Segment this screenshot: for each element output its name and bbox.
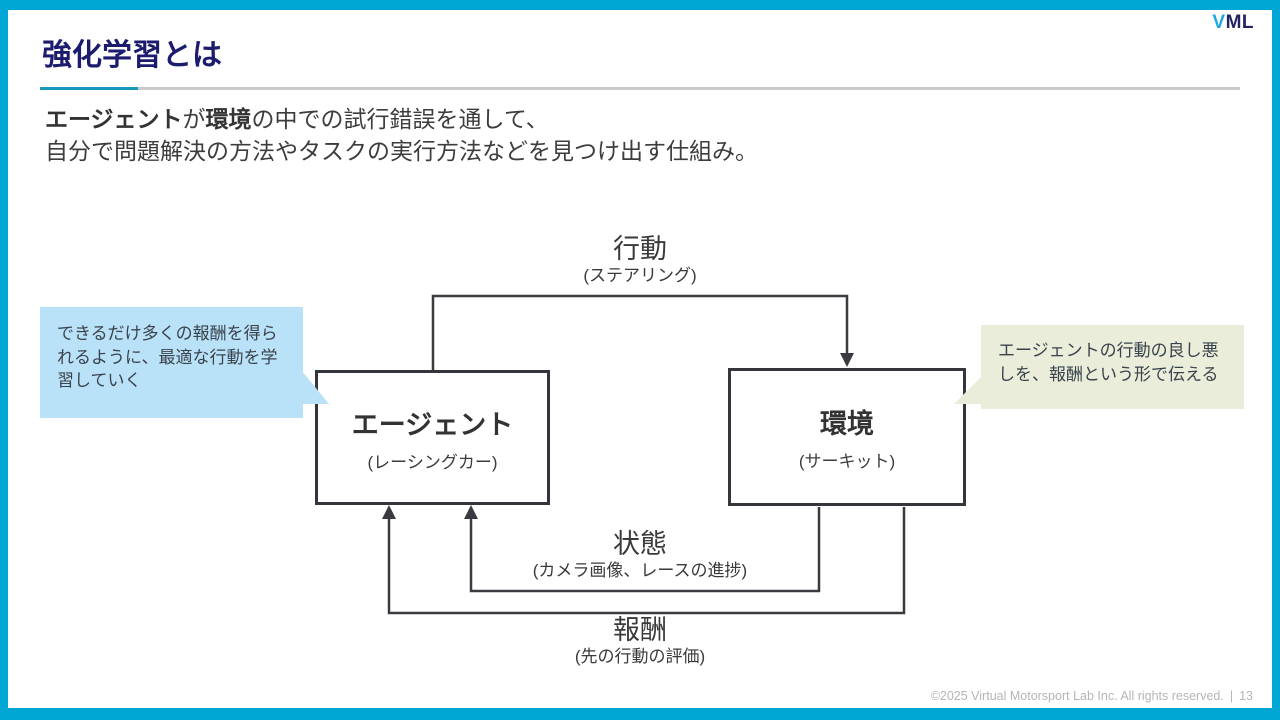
footer-copyright: ©2025 Virtual Motorsport Lab Inc. All ri…	[930, 689, 1224, 703]
agent-callout-text: できるだけ多くの報酬を得られるように、最適な行動を学習していく	[57, 324, 278, 390]
intro-line-2: 自分で問題解決の方法やタスクの実行方法などを見つけ出す仕組み。	[45, 138, 758, 164]
state-arrowhead-icon	[464, 505, 478, 519]
environment-callout-text: エージェントの行動の良し悪しを、報酬という形で伝える	[998, 341, 1219, 384]
action-sublabel: (ステアリング)	[583, 266, 697, 285]
agent-box-label: エージェント	[351, 409, 514, 440]
footer-page-number: 13	[1239, 689, 1253, 703]
vml-logo: VML	[1150, 12, 1254, 34]
frame-border-bottom	[0, 708, 1280, 720]
title-underline	[40, 87, 1240, 90]
intro-particle: が	[182, 106, 206, 132]
reward-sublabel: (先の行動の評価)	[574, 647, 706, 666]
reward-label: 報酬	[613, 615, 667, 645]
frame-border-right	[1272, 0, 1280, 720]
title-underline-accent	[40, 87, 138, 90]
action-arrow-line	[431, 294, 849, 370]
frame-border-left	[0, 0, 8, 720]
environment-callout: エージェントの行動の良し悪しを、報酬という形で伝える	[954, 325, 1244, 409]
reward-label-group: 報酬 (先の行動の評価)	[440, 615, 840, 668]
footer: ©2025 Virtual Motorsport Lab Inc. All ri…	[931, 689, 1253, 703]
intro-term-environment: 環境	[205, 106, 252, 132]
reward-arrowhead-icon	[382, 505, 396, 519]
intro-line-1-rest: の中での試行錯誤を通して、	[251, 106, 549, 132]
action-label: 行動	[613, 234, 667, 264]
frame-border-top	[0, 0, 1280, 10]
agent-callout: できるだけ多くの報酬を得られるように、最適な行動を学習していく	[40, 307, 329, 418]
state-label: 状態	[613, 529, 667, 559]
state-sublabel: (カメラ画像、レースの進捗)	[532, 561, 748, 580]
title-underline-rule	[138, 87, 1240, 90]
agent-box: エージェント (レーシングカー)	[315, 370, 550, 505]
intro-line-1: エージェントが環境の中での試行錯誤を通して、	[45, 103, 758, 135]
action-arrowhead-icon	[840, 353, 854, 367]
state-label-group: 状態 (カメラ画像、レースの進捗)	[440, 529, 840, 582]
page-title: 強化学習とは	[42, 39, 222, 72]
environment-box-sublabel: (サーキット)	[798, 452, 896, 471]
agent-box-sublabel: (レーシングカー)	[367, 452, 498, 472]
intro-term-agent: エージェント	[45, 106, 183, 132]
intro-text: エージェントが環境の中での試行錯誤を通して、 自分で問題解決の方法やタスクの実行…	[45, 103, 758, 167]
footer-separator: |	[1229, 689, 1234, 703]
vml-logo-ml: ML	[1225, 12, 1254, 33]
action-label-group: 行動 (ステアリング)	[440, 234, 840, 287]
environment-box-label: 環境	[820, 409, 874, 439]
environment-box: 環境 (サーキット)	[728, 368, 966, 506]
vml-logo-v: V	[1212, 12, 1226, 33]
